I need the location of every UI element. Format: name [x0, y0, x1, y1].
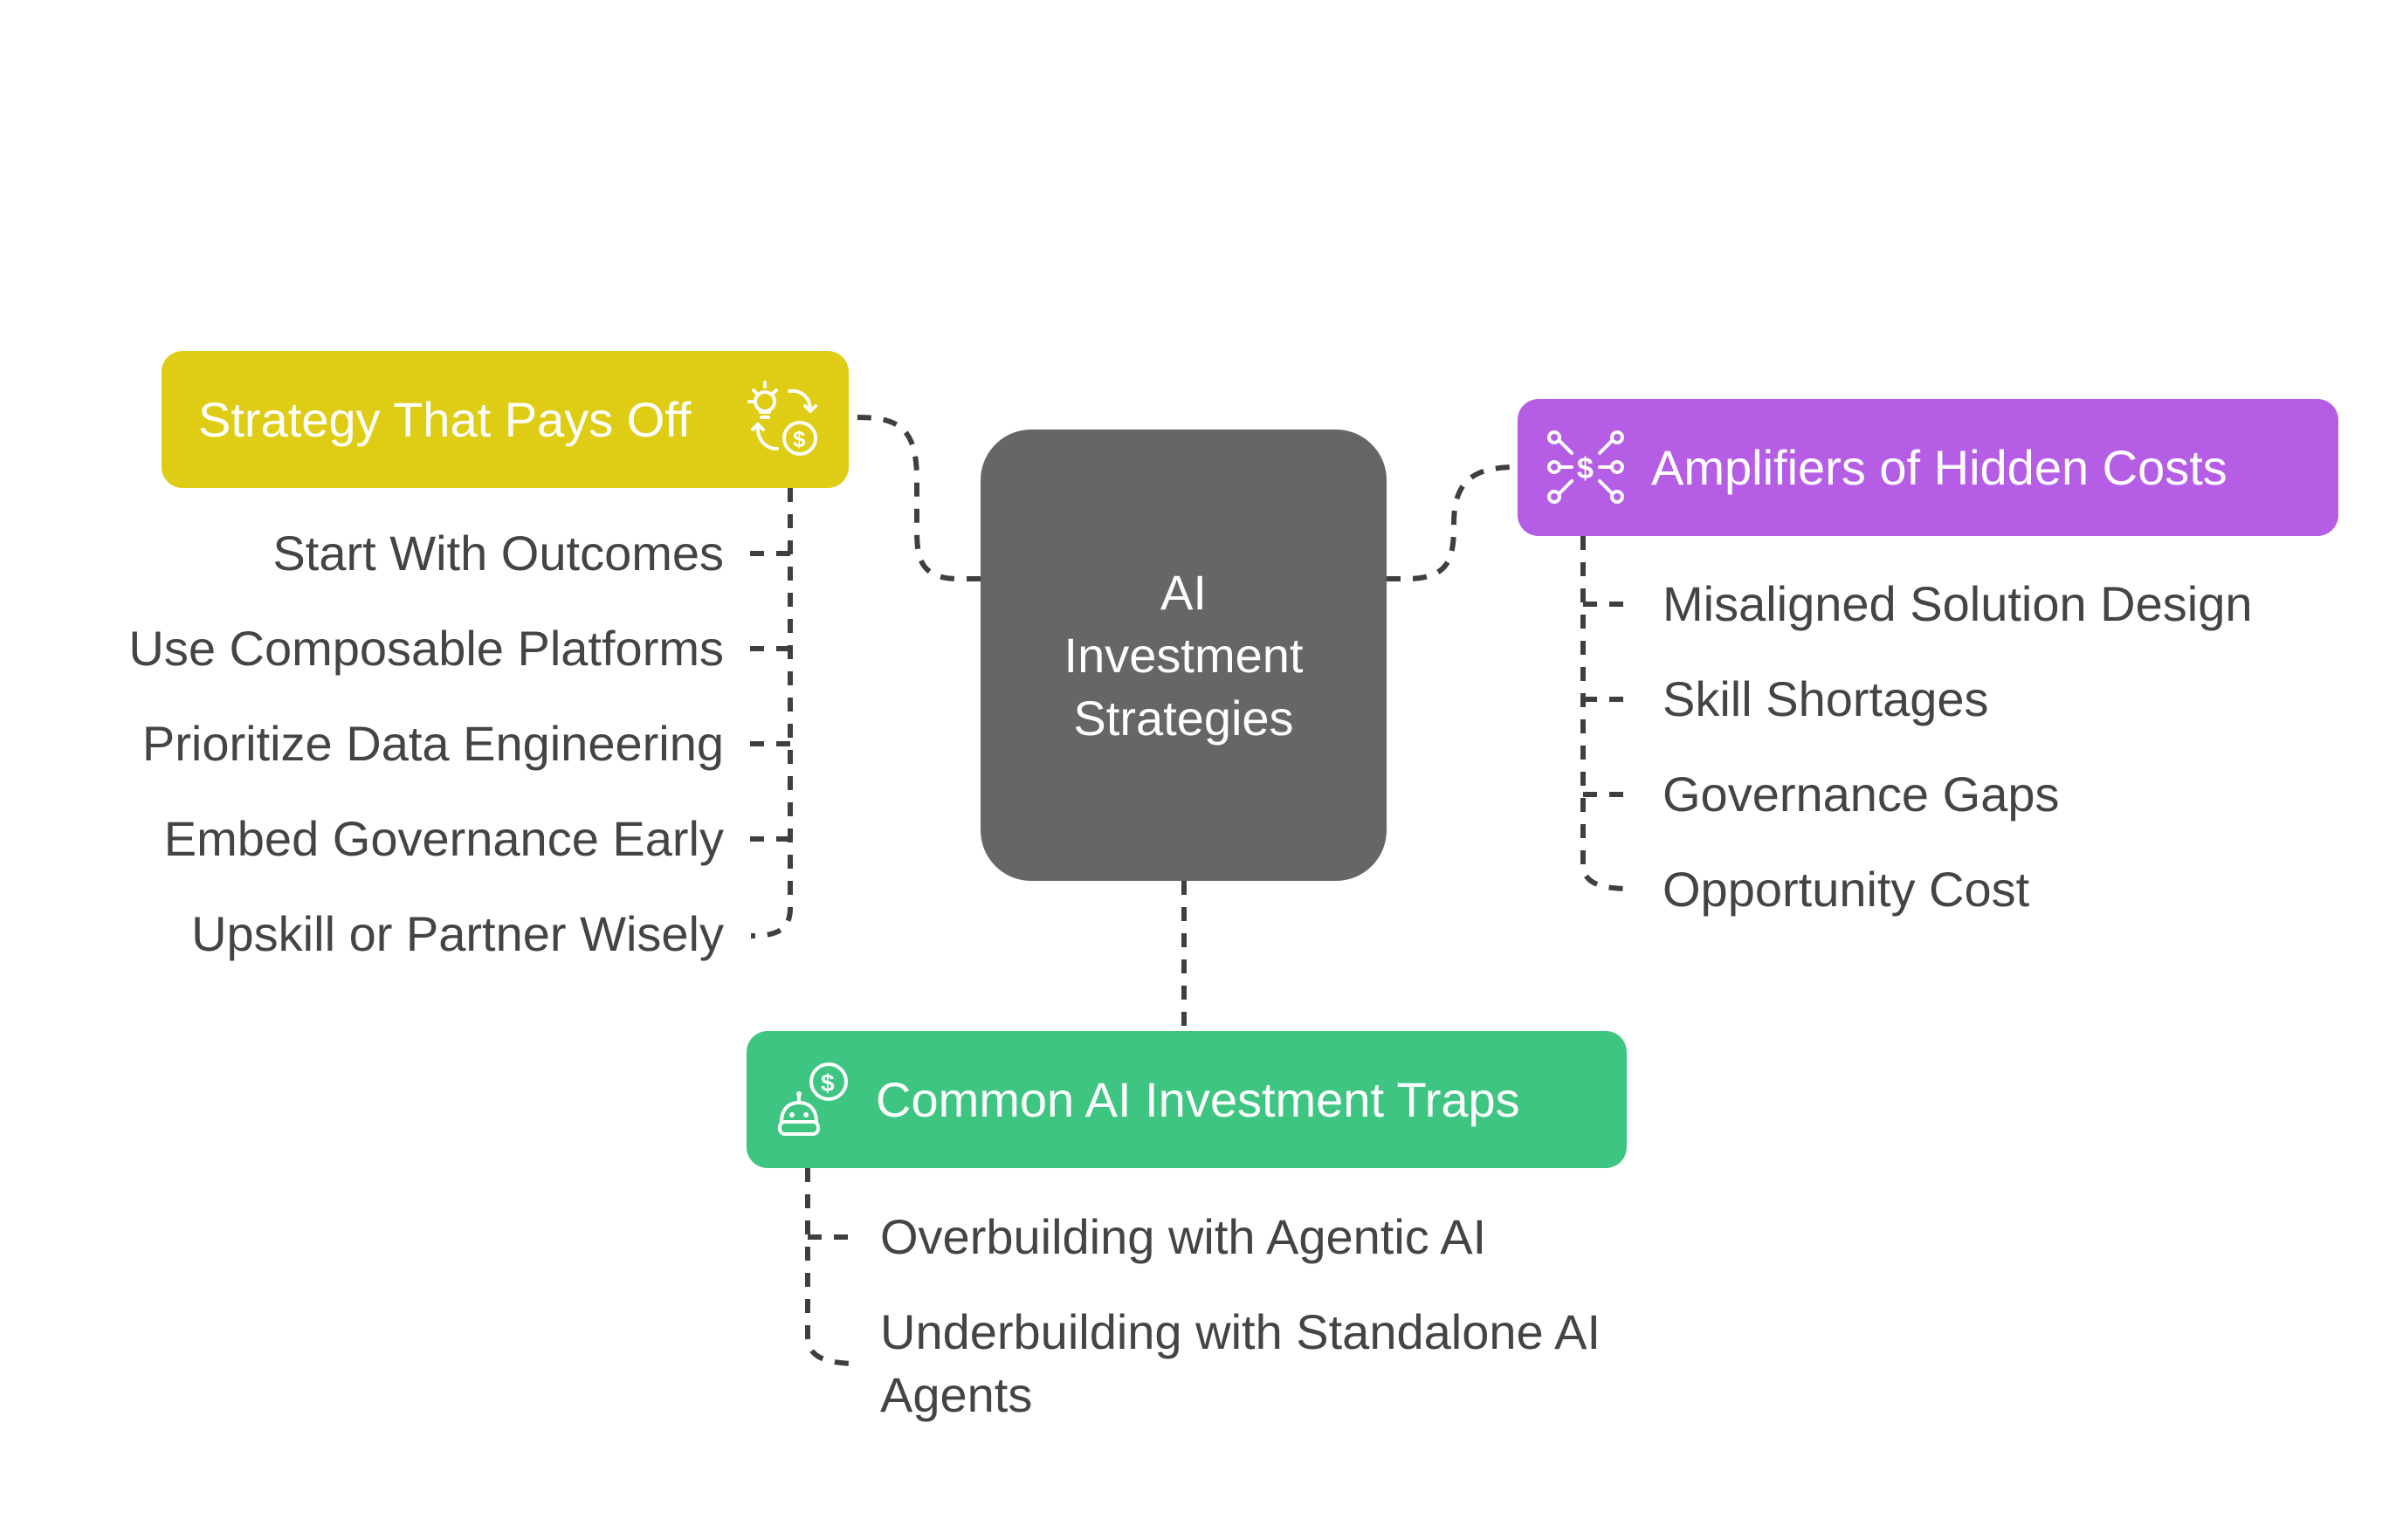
center-node: AI Investment Strategies: [981, 430, 1387, 881]
robot-dollar-icon: $: [771, 1055, 858, 1143]
network-dollar-icon: $: [1542, 423, 1629, 511]
connector-center-strategy: [855, 415, 981, 581]
connector-center-amplifiers: [1387, 464, 1518, 581]
amplifier-item-4: Opportunity Cost: [1663, 862, 2030, 917]
lightbulb-money-cycle-icon: $: [739, 375, 826, 463]
trap-item-1: Overbuilding with Agentic AI: [880, 1209, 1487, 1264]
connector-strategy-items: [750, 488, 793, 938]
trap-item-2: Underbuilding with Standalone AI Agents: [880, 1304, 1601, 1422]
strategy-item-4: Embed Governance Early: [163, 811, 724, 866]
branch-amplifiers: $ Amplifiers of Hidden Costs: [1518, 399, 2338, 536]
branch-strategy: Strategy That Pays Off $: [162, 351, 849, 488]
svg-text:$: $: [793, 426, 806, 452]
amplifier-item-1: Misaligned Solution Design: [1663, 576, 2253, 631]
branch-traps-title: Common AI Investment Traps: [876, 1072, 1520, 1127]
connector-amplifier-items: [1580, 536, 1630, 891]
connector-trap-items: [805, 1168, 861, 1366]
amplifier-item-3: Governance Gaps: [1663, 767, 2060, 822]
amplifier-item-2: Skill Shortages: [1663, 671, 1989, 726]
branch-amplifiers-title: Amplifiers of Hidden Costs: [1651, 440, 2227, 495]
strategy-item-3: Prioritize Data Engineering: [141, 716, 724, 771]
branch-traps: $ Common AI Investment Traps: [747, 1031, 1627, 1168]
svg-text:$: $: [821, 1069, 835, 1097]
branch-strategy-title: Strategy That Pays Off: [198, 392, 692, 447]
strategy-item-1: Start With Outcomes: [272, 526, 724, 581]
center-title: AI Investment Strategies: [1064, 564, 1304, 746]
strategy-item-5: Upskill or Partner Wisely: [191, 906, 724, 961]
strategy-item-2: Use Composable Platforms: [128, 621, 724, 676]
svg-text:$: $: [1577, 452, 1594, 485]
